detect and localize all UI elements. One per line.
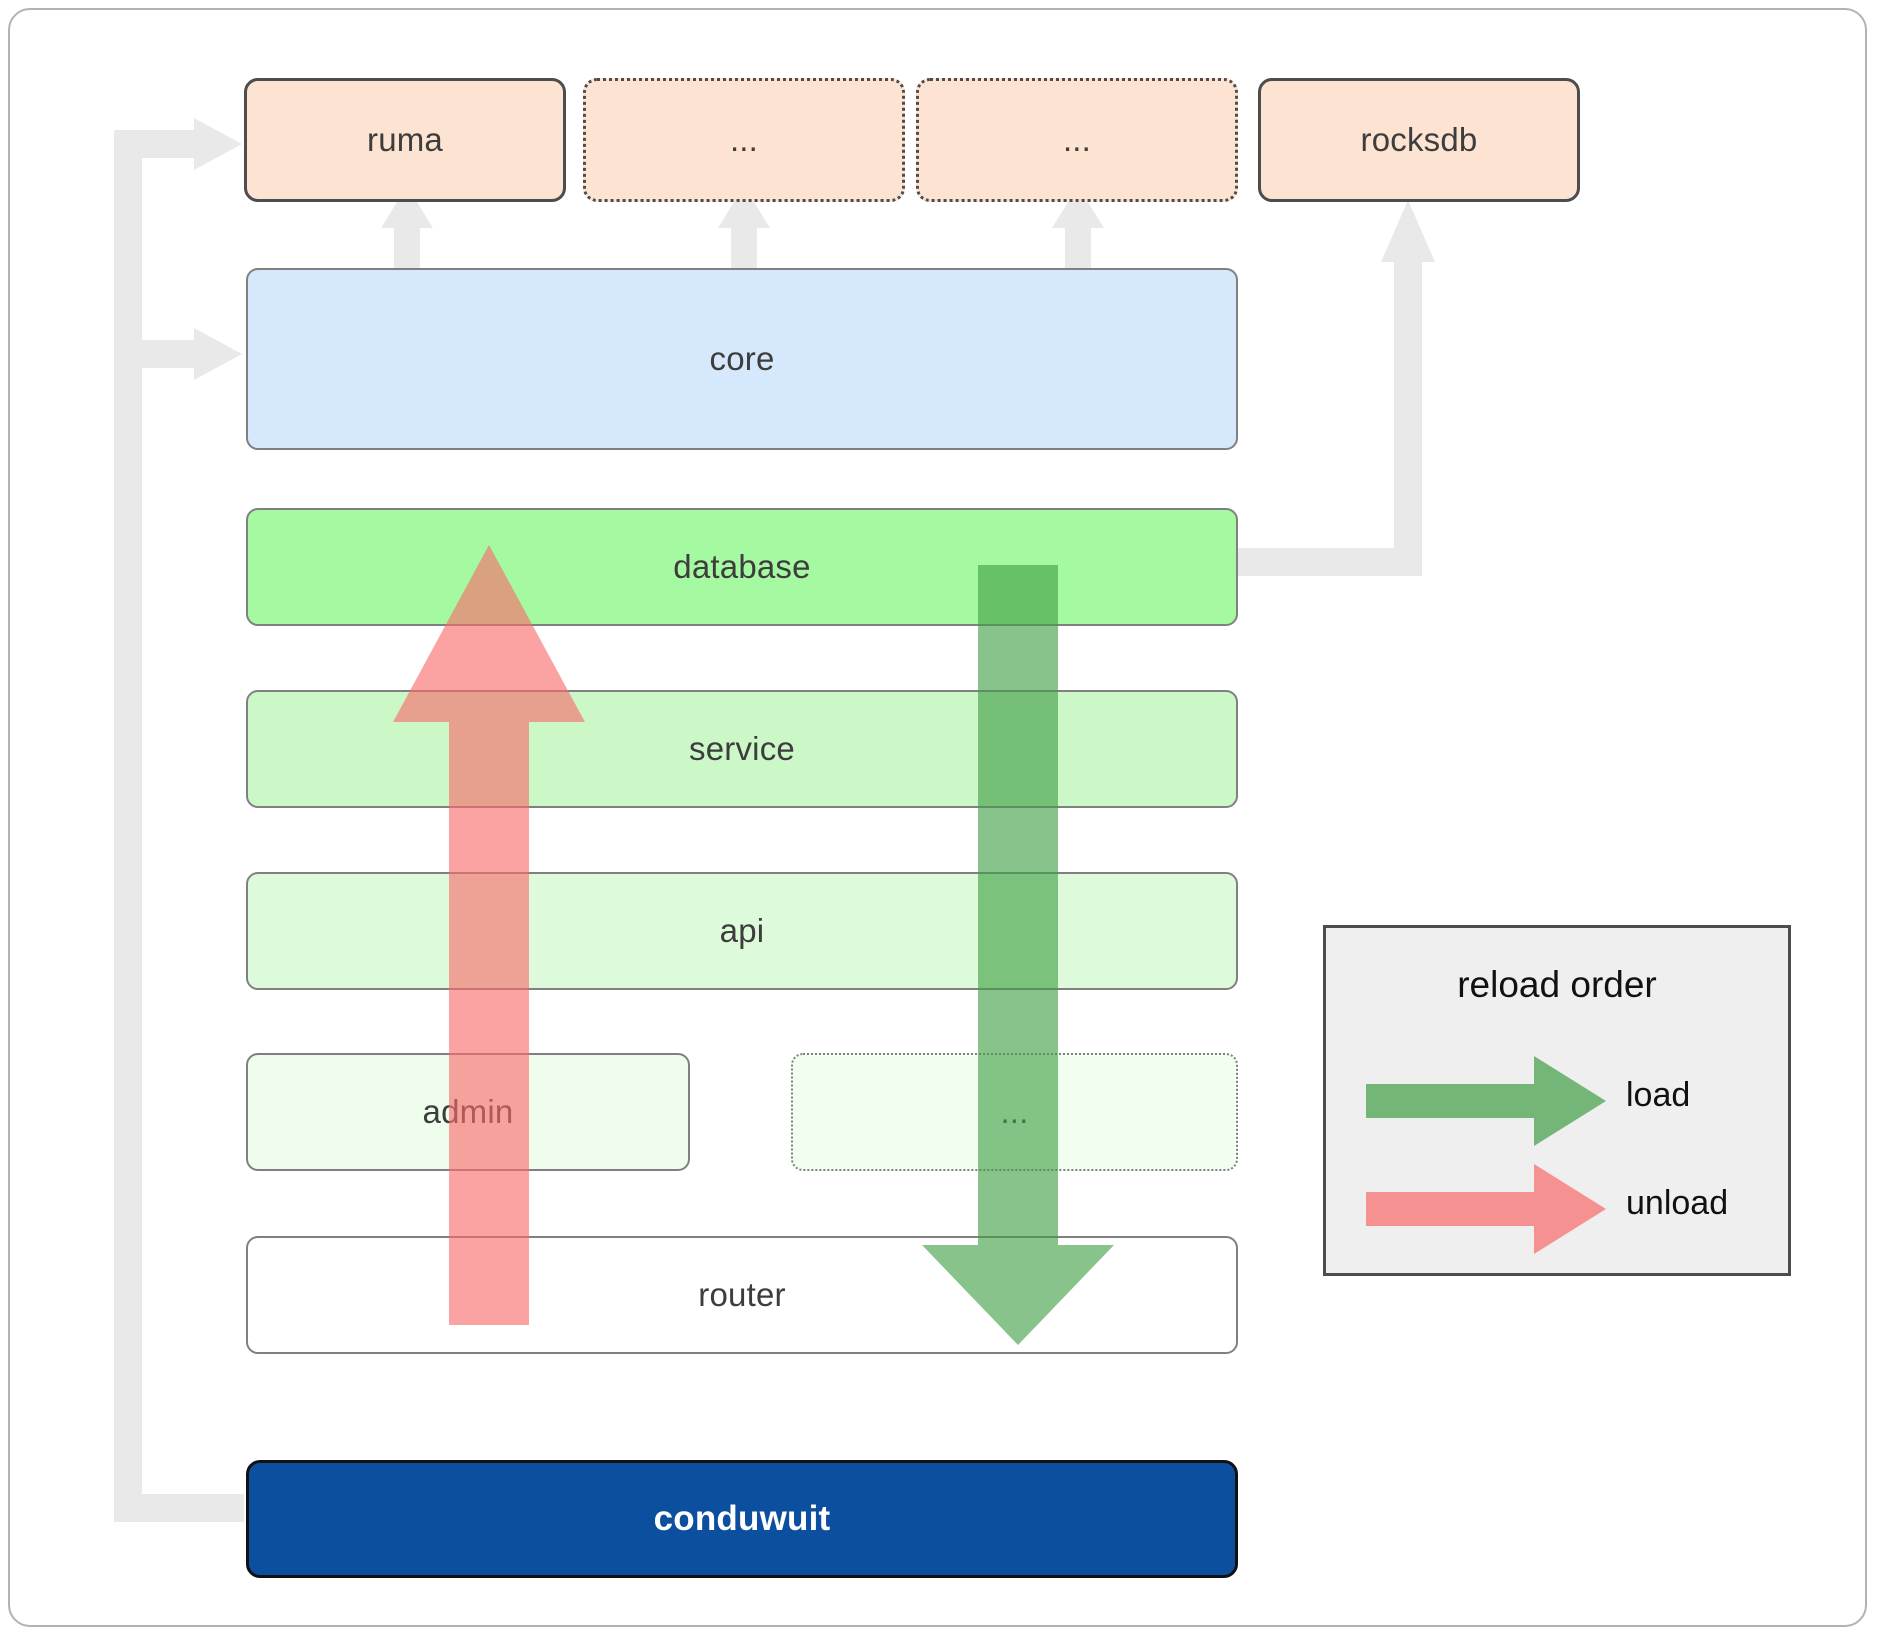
dependency-label-2: ... xyxy=(729,121,759,158)
unload-arrow-icon xyxy=(1366,1164,1606,1254)
layer-box-core[interactable]: core xyxy=(246,268,1238,450)
dependency-box-3[interactable]: ... xyxy=(916,78,1238,202)
layer-box-database[interactable]: database xyxy=(246,508,1238,626)
layer-box-extra[interactable]: ... xyxy=(791,1053,1238,1171)
legend-panel: reload order load unload xyxy=(1323,925,1791,1276)
layer-label-extra: ... xyxy=(1000,1093,1029,1130)
layer-box-api[interactable]: api xyxy=(246,872,1238,990)
layer-label-service: service xyxy=(689,730,795,767)
dependency-label-3: ... xyxy=(1062,121,1092,158)
layer-label-api: api xyxy=(719,912,765,949)
root-box-conduwuit[interactable]: conduwuit xyxy=(246,1460,1238,1578)
layer-box-router[interactable]: router xyxy=(246,1236,1238,1354)
layer-label-router: router xyxy=(698,1276,786,1313)
layer-label-core: core xyxy=(709,340,775,377)
layer-label-database: database xyxy=(673,548,811,585)
load-arrow-icon xyxy=(1366,1056,1606,1146)
legend-title: reload order xyxy=(1457,964,1657,1005)
dependency-label-rocksdb: rocksdb xyxy=(1360,121,1478,158)
layer-box-service[interactable]: service xyxy=(246,690,1238,808)
root-label-conduwuit: conduwuit xyxy=(653,1499,831,1538)
dependency-box-2[interactable]: ... xyxy=(583,78,905,202)
legend-label-unload: unload xyxy=(1626,1184,1729,1222)
legend-label-load: load xyxy=(1626,1076,1691,1114)
layer-box-admin[interactable]: admin xyxy=(246,1053,690,1171)
layer-label-admin: admin xyxy=(422,1093,514,1130)
legend-row-load: load xyxy=(1326,1056,1788,1146)
dependency-box-ruma[interactable]: ruma xyxy=(244,78,566,202)
dependency-box-rocksdb[interactable]: rocksdb xyxy=(1258,78,1580,202)
legend-row-unload: unload xyxy=(1326,1164,1788,1254)
dependency-label-ruma: ruma xyxy=(367,121,443,158)
